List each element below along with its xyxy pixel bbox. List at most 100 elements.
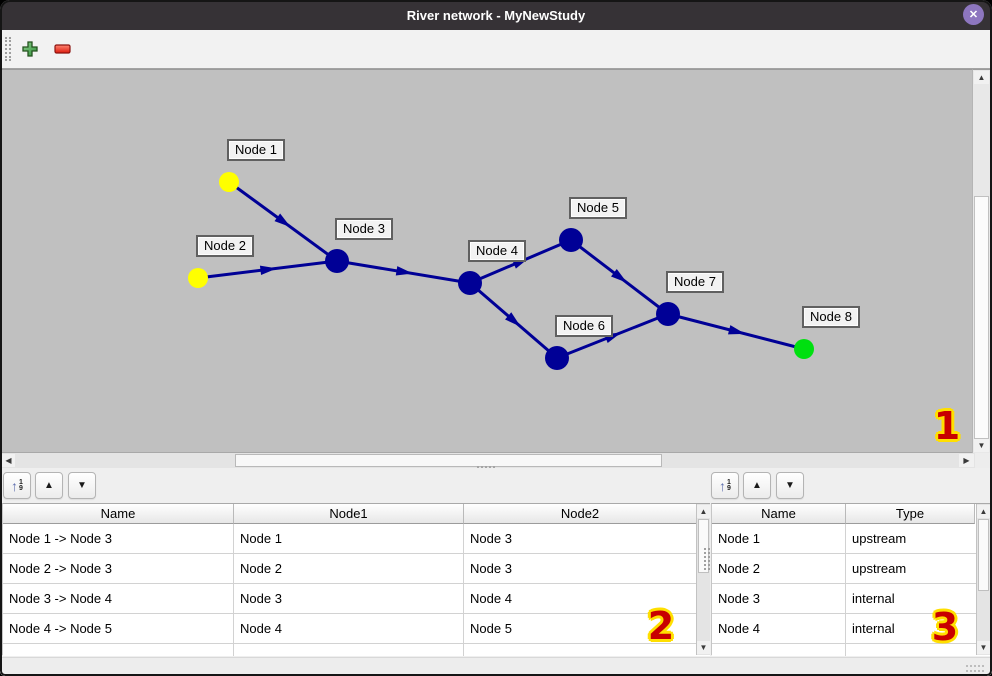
scroll-up-icon: ▲ xyxy=(979,506,988,516)
table-cell[interactable]: Node 1 xyxy=(718,531,760,546)
table-row[interactable]: Node 4 -> Node 5 Node 4 Node 5 xyxy=(3,614,710,644)
table-cell[interactable]: Node 3 xyxy=(470,531,512,546)
nodes-move-up-button[interactable]: ▲ xyxy=(743,472,771,499)
scroll-down-button[interactable]: ▼ xyxy=(977,641,990,654)
scroll-up-button[interactable]: ▲ xyxy=(974,71,989,84)
table-row[interactable]: Node 3 -> Node 4 Node 3 Node 4 xyxy=(3,584,710,614)
column-header-type[interactable]: Type xyxy=(846,504,975,524)
horizontal-splitter-handle[interactable] xyxy=(477,466,495,469)
column-header-node2[interactable]: Node2 xyxy=(464,504,697,524)
table-cell[interactable]: internal xyxy=(852,591,895,606)
graph-node[interactable] xyxy=(188,268,208,288)
canvas-horizontal-scrollbar[interactable]: ◀ ▶ xyxy=(2,453,975,468)
table-cell[interactable]: Node 4 xyxy=(718,621,760,636)
table-cell[interactable]: Node 4 xyxy=(470,591,512,606)
scroll-down-icon: ▼ xyxy=(699,642,708,652)
graph-node[interactable] xyxy=(559,228,583,252)
nodes-move-down-button[interactable]: ▼ xyxy=(776,472,804,499)
canvas-vertical-scrollbar[interactable]: ▲ ▼ xyxy=(972,69,990,453)
table-cell[interactable]: Node 4 -> Node 5 xyxy=(9,621,112,636)
node-label: Node 8 xyxy=(802,306,860,328)
table-cell[interactable]: Node 4 xyxy=(240,621,282,636)
add-button[interactable] xyxy=(16,35,44,63)
graph-node[interactable] xyxy=(219,172,239,192)
flow-direction-arrow-icon xyxy=(505,312,521,327)
plus-icon xyxy=(22,41,38,57)
scrollbar-corner xyxy=(975,453,990,468)
scroll-left-icon: ◀ xyxy=(5,455,12,465)
graph-node[interactable] xyxy=(325,249,349,273)
scroll-down-button[interactable]: ▼ xyxy=(974,439,989,452)
table-cell[interactable]: Node 1 -> Node 3 xyxy=(9,531,112,546)
graph-node[interactable] xyxy=(794,339,814,359)
scroll-up-button[interactable]: ▲ xyxy=(977,505,990,518)
column-header-node1[interactable]: Node1 xyxy=(234,504,464,524)
remove-button[interactable] xyxy=(48,35,76,63)
annotation-marker-1: 1 xyxy=(933,404,961,448)
nodes-table-scrollbar[interactable]: ▲ ▼ xyxy=(976,504,990,655)
graph-node[interactable] xyxy=(545,346,569,370)
scroll-up-button[interactable]: ▲ xyxy=(697,505,710,518)
table-cell[interactable]: internal xyxy=(852,621,895,636)
table-cell[interactable]: Node 3 xyxy=(718,591,760,606)
close-icon: ✕ xyxy=(968,9,979,21)
node-label: Node 2 xyxy=(196,235,254,257)
table-cell[interactable]: Node 1 xyxy=(240,531,282,546)
table-row[interactable]: Node 3 internal xyxy=(712,584,990,614)
table-cell[interactable]: Node 2 -> Node 3 xyxy=(9,561,112,576)
table-cell[interactable]: Node 3 -> Node 4 xyxy=(9,591,112,606)
scroll-up-icon: ▲ xyxy=(699,506,708,516)
scroll-left-button[interactable]: ◀ xyxy=(2,454,15,467)
table-row[interactable]: Node 2 upstream xyxy=(712,554,990,584)
table-cell[interactable]: upstream xyxy=(852,531,907,546)
table-row[interactable]: Node 2 -> Node 3 Node 2 Node 3 xyxy=(3,554,710,584)
move-down-icon: ▼ xyxy=(785,479,795,491)
table-row[interactable]: Node 1 upstream xyxy=(712,524,990,554)
toolbar-drag-handle[interactable] xyxy=(5,37,11,61)
flow-direction-arrow-icon xyxy=(727,325,746,335)
edges-move-up-button[interactable]: ▲ xyxy=(35,472,63,499)
vertical-scroll-thumb[interactable] xyxy=(974,196,989,439)
window-title: River network - MyNewStudy xyxy=(406,7,586,23)
edges-move-down-button[interactable]: ▼ xyxy=(68,472,96,499)
horizontal-scroll-thumb[interactable] xyxy=(235,454,662,467)
move-up-icon: ▲ xyxy=(44,479,54,491)
minus-icon xyxy=(53,43,71,54)
graph-node[interactable] xyxy=(656,302,680,326)
table-row[interactable]: Node 1 -> Node 3 Node 1 Node 3 xyxy=(3,524,710,554)
sort-ascending-icon: ↑ xyxy=(719,477,727,494)
table-row[interactable]: Node 4 internal xyxy=(712,614,990,644)
table-cell[interactable]: Node 3 xyxy=(240,591,282,606)
close-button[interactable]: ✕ xyxy=(963,4,984,25)
flow-direction-arrow-icon xyxy=(611,268,628,283)
table-scroll-thumb[interactable] xyxy=(978,519,989,591)
resize-grip[interactable] xyxy=(966,665,984,672)
column-divider xyxy=(463,524,464,656)
scroll-down-button[interactable]: ▼ xyxy=(697,641,710,654)
column-header-name[interactable]: Name xyxy=(3,504,234,524)
graph-node[interactable] xyxy=(458,271,482,295)
statusbar xyxy=(0,657,992,676)
column-divider xyxy=(845,524,846,656)
node-label: Node 1 xyxy=(227,139,285,161)
node-label: Node 7 xyxy=(666,271,724,293)
scroll-up-icon: ▲ xyxy=(977,72,986,82)
column-header-name[interactable]: Name xyxy=(712,504,846,524)
vertical-splitter-handle[interactable] xyxy=(704,548,710,570)
table-cell[interactable]: Node 2 xyxy=(718,561,760,576)
scroll-down-icon: ▼ xyxy=(977,440,986,450)
table-cell[interactable]: Node 5 xyxy=(470,621,512,636)
edges-table-scrollbar[interactable]: ▲ ▼ xyxy=(696,504,710,655)
scroll-right-button[interactable]: ▶ xyxy=(959,454,974,467)
table-cell[interactable]: upstream xyxy=(852,561,907,576)
table-cell[interactable]: Node 3 xyxy=(470,561,512,576)
table-scroll-thumb[interactable] xyxy=(698,519,709,573)
table-cell[interactable]: Node 2 xyxy=(240,561,282,576)
